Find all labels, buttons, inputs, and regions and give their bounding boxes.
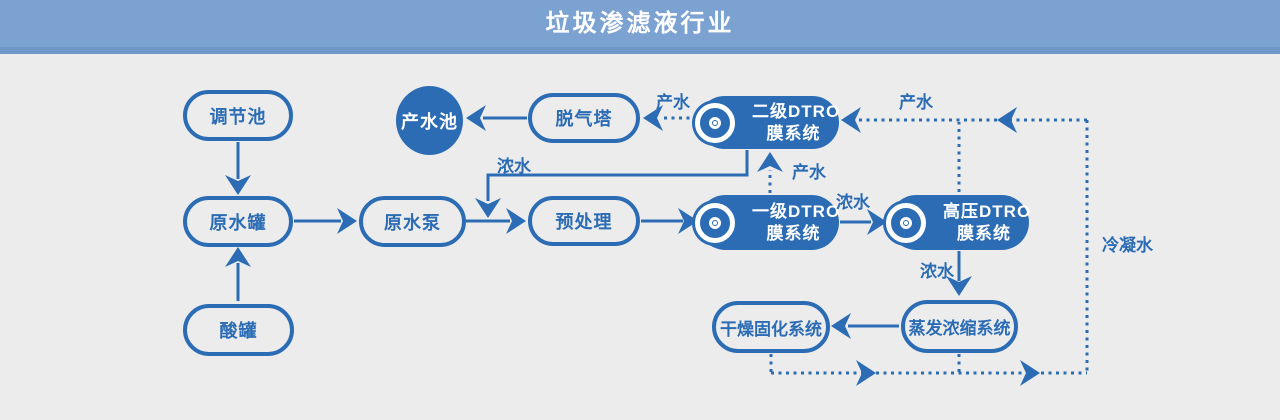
arrowhead-right	[337, 208, 357, 234]
arrowhead-left	[997, 107, 1017, 133]
node-stage1-dtro: 一级DTRO 膜系统	[695, 195, 841, 250]
arrowhead-left	[643, 105, 663, 131]
header-bar: 垃圾渗滤液行业	[0, 0, 1280, 47]
arrowhead-right	[867, 209, 887, 235]
edge-label-concentrate-recycle: 浓水	[497, 157, 531, 176]
arrowhead-down	[946, 276, 972, 296]
node-label: 原水泵	[384, 212, 441, 233]
node-pretreatment: 预处理	[528, 196, 640, 246]
membrane-disc-icon	[695, 102, 735, 143]
node-hp-dtro: 高压DTRO 膜系统	[886, 195, 1032, 250]
page-title: 垃圾渗滤液行业	[545, 10, 735, 37]
node-label: 调节池	[209, 106, 267, 127]
arrowhead-right	[678, 208, 698, 234]
node-label: 原水罐	[209, 212, 267, 233]
node-evaporation-system: 蒸发浓缩系统	[901, 300, 1018, 353]
arrowhead-down	[475, 198, 501, 218]
arrowhead-right	[856, 360, 876, 386]
arrowhead-left	[841, 107, 861, 133]
disc-ring-inner-icon	[713, 120, 717, 125]
node-regulating-pool: 调节池	[183, 90, 293, 141]
arrowhead-up	[225, 247, 251, 267]
node-label-line1: 高压DTRO	[943, 201, 1032, 221]
edge-label-product-water-condensate-line: 产水	[899, 93, 933, 112]
edge-label-product-water-stage1-stage2: 产水	[792, 163, 826, 182]
edge-stage2-concentrate-recycle	[486, 150, 749, 201]
node-label: 蒸发浓缩系统	[908, 319, 1011, 338]
disc-ring-inner-icon	[904, 220, 908, 225]
node-label: 预处理	[555, 212, 613, 232]
membrane-disc-icon	[886, 202, 926, 243]
arrowhead-left	[466, 105, 486, 131]
arrowhead-down	[225, 175, 251, 195]
edge-label-concentrate-stage1-hp: 浓水	[836, 193, 870, 212]
node-drying-system: 干燥固化系统	[712, 301, 830, 353]
node-raw-water-pump: 原水泵	[359, 196, 466, 247]
arrowhead-right	[506, 208, 526, 234]
node-label: 酸罐	[219, 321, 258, 341]
node-label-line2: 膜系统	[766, 223, 821, 243]
node-raw-water-tank: 原水罐	[183, 196, 293, 247]
node-label-line2: 膜系统	[957, 223, 1011, 243]
header-strip	[0, 47, 1280, 54]
disc-ring-inner-icon	[713, 220, 717, 225]
disc-ring-outer-icon	[709, 116, 721, 129]
node-label: 干燥固化系统	[720, 319, 822, 339]
node-label-line1: 二级DTRO	[752, 101, 841, 121]
node-label-line1: 一级DTRO	[752, 201, 841, 221]
node-product-water-pool: 产水池	[396, 86, 463, 155]
node-degassing-tower: 脱气塔	[528, 93, 640, 143]
node-label: 脱气塔	[555, 109, 613, 129]
edge-label-product-water-degasser: 产水	[656, 93, 690, 112]
arrowhead-right	[1020, 360, 1040, 386]
node-acid-tank: 酸罐	[183, 304, 294, 356]
membrane-disc-icon	[695, 202, 735, 243]
edge-label-concentrate-hp-evaporator: 浓水	[920, 262, 954, 281]
node-stage2-dtro: 二级DTRO 膜系统	[695, 96, 841, 149]
edge-label-condensate: 冷凝水	[1102, 236, 1153, 255]
node-label-line2: 膜系统	[766, 123, 821, 143]
arrowhead-left	[831, 313, 851, 339]
disc-ring-outer-icon	[900, 216, 912, 229]
arrowhead-up	[757, 152, 783, 172]
node-label: 产水池	[401, 111, 458, 132]
disc-ring-outer-icon	[709, 216, 721, 229]
